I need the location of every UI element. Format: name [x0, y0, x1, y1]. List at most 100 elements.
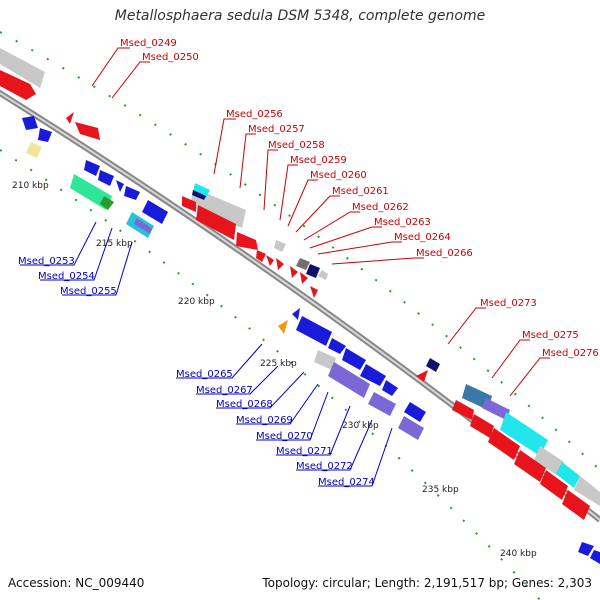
kbp-labels: 210 kbp 215 kbp 220 kbp 225 kbp 230 kbp … — [12, 181, 537, 559]
gene-blue — [328, 338, 346, 354]
gene-label: Msed_0249 — [120, 38, 177, 49]
gene-yellow — [26, 142, 42, 158]
gene-red — [300, 272, 308, 284]
gene-red — [470, 414, 494, 438]
gene-gray — [534, 446, 564, 476]
gene-red — [66, 112, 74, 124]
gene-blue — [360, 364, 386, 386]
kbp-label: 230 kbp — [342, 421, 379, 431]
gene-gray — [574, 476, 600, 506]
topology-text: Topology: circular; Length: 2,191,517 bp… — [262, 576, 592, 590]
gene-purple — [482, 398, 510, 420]
gene-purple — [398, 416, 424, 440]
gene-navy — [192, 190, 206, 200]
gene-red — [266, 255, 274, 266]
gene-cyan — [193, 183, 210, 198]
tick-dots — [0, 31, 600, 600]
gene-red — [290, 266, 298, 278]
gene-purple — [368, 392, 396, 416]
gene-label: Msed_0275 — [522, 330, 579, 341]
gene-label: Msed_0256 — [226, 109, 283, 120]
gene-label: Msed_0263 — [374, 217, 431, 228]
gene-blue — [382, 380, 398, 396]
gene-purple — [134, 218, 152, 234]
gene-label: Msed_0273 — [480, 298, 537, 309]
gene-label: Msed_0253 — [18, 256, 75, 267]
top-leaders — [91, 47, 550, 397]
gene-label: Msed_0254 — [38, 271, 95, 282]
gene-label: Msed_0267 — [196, 385, 253, 396]
gene-cyan — [500, 412, 548, 456]
forward-strand-genes — [0, 48, 600, 520]
kbp-label: 220 kbp — [178, 297, 215, 307]
gene-navy — [306, 264, 320, 278]
gene-red — [75, 122, 100, 140]
accession-text: Accession: NC_009440 — [8, 576, 145, 590]
gene-label: Msed_0274 — [318, 477, 375, 488]
gene-label: Msed_0260 — [310, 170, 367, 181]
gene-label: Msed_0266 — [416, 248, 473, 259]
gene-cyan — [556, 462, 580, 488]
gene-label: Msed_0262 — [352, 202, 409, 213]
kbp-label: 235 kbp — [422, 485, 459, 495]
kbp-label: 215 kbp — [96, 239, 133, 249]
gene-red — [0, 70, 36, 100]
gene-orange — [278, 320, 288, 334]
gene-red — [514, 450, 546, 482]
gene-label: Msed_0264 — [394, 232, 451, 243]
kbp-label: 225 kbp — [260, 359, 297, 369]
reverse-strand-genes — [22, 116, 600, 564]
gene-blue — [142, 200, 168, 224]
map-title: Metallosphaera sedula DSM 5348, complete… — [114, 8, 486, 24]
gene-red — [196, 205, 236, 240]
gene-label: Msed_0250 — [142, 52, 199, 63]
bottom-leaders — [20, 221, 393, 487]
gene-label: Msed_0271 — [276, 446, 333, 457]
kbp-label: 210 kbp — [12, 181, 49, 191]
gene-label: Msed_0265 — [176, 369, 233, 380]
gene-red — [276, 258, 284, 270]
gene-blue — [296, 316, 332, 346]
gene-blue — [22, 116, 38, 130]
gene-label: Msed_0276 — [542, 348, 599, 359]
top-gene-labels: Msed_0249 Msed_0250 Msed_0256 Msed_0257 … — [120, 38, 599, 359]
gene-blue — [578, 542, 594, 556]
gene-darkgray — [296, 258, 310, 270]
gene-label: Msed_0272 — [296, 461, 353, 472]
gene-gray — [314, 350, 336, 370]
gene-blue — [38, 128, 52, 142]
gene-blue — [404, 402, 426, 422]
gene-blue — [84, 160, 100, 176]
gene-red — [256, 250, 266, 262]
gene-label: Msed_0269 — [236, 415, 293, 426]
gene-label: Msed_0261 — [332, 186, 389, 197]
gene-label: Msed_0270 — [256, 431, 313, 442]
gene-gray — [0, 48, 45, 88]
gene-label: Msed_0255 — [60, 286, 117, 297]
gene-blue — [342, 348, 366, 370]
gene-red — [452, 400, 474, 420]
gene-purple — [328, 362, 370, 398]
gene-green — [100, 196, 114, 210]
gene-red — [310, 286, 318, 298]
gene-label: Msed_0259 — [290, 155, 347, 166]
gene-blue — [590, 550, 600, 564]
gene-blue — [124, 186, 140, 200]
gene-red — [416, 370, 428, 382]
gene-blue — [116, 180, 124, 192]
bottom-gene-labels: Msed_0253 Msed_0254 Msed_0255 Msed_0265 … — [18, 256, 375, 488]
gene-label: Msed_0268 — [216, 399, 273, 410]
gene-red — [236, 232, 258, 250]
kbp-label: 240 kbp — [500, 549, 537, 559]
gene-navy — [426, 358, 440, 372]
gene-red — [488, 428, 520, 460]
gene-label: Msed_0257 — [248, 124, 305, 135]
gene-gray — [318, 270, 328, 280]
gene-red — [540, 470, 568, 500]
gene-blue — [98, 170, 114, 186]
gene-blue — [292, 308, 300, 320]
gene-gray — [274, 240, 286, 252]
gene-red — [182, 196, 196, 212]
